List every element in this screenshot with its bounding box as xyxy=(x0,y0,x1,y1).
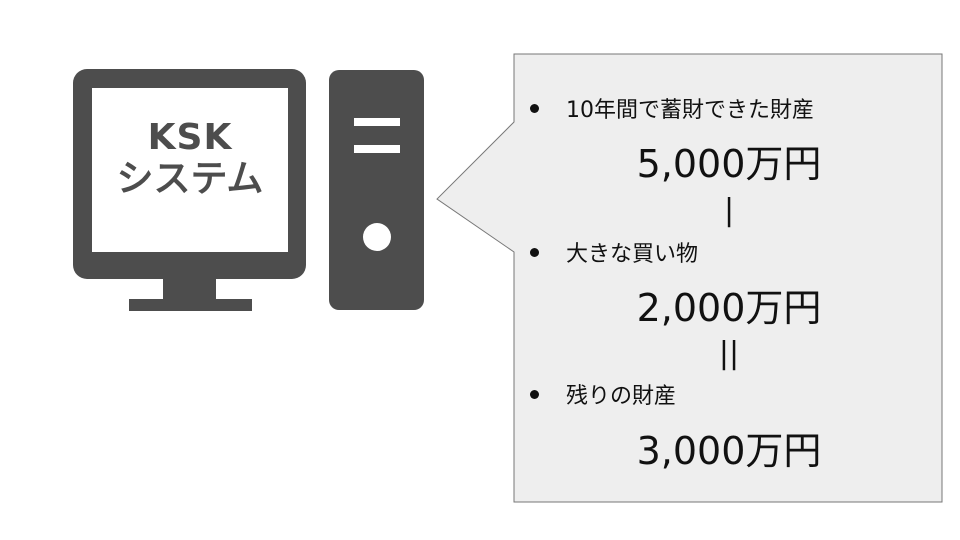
monitor-neck xyxy=(163,279,216,299)
list-item-big-purchase: 大きな買い物 xyxy=(530,236,698,268)
monitor-screen xyxy=(92,88,288,252)
remaining-label: 残りの財産 xyxy=(566,384,677,409)
bullet-dot xyxy=(530,103,539,113)
minus-operator: | xyxy=(723,193,735,228)
savings-label: 10年間で蓄財できた財産 xyxy=(566,98,814,123)
speech-bubble-shape xyxy=(436,53,943,503)
monitor-base xyxy=(129,299,252,311)
savings-amount: 5,000万円 xyxy=(636,142,822,186)
equals-operator: || xyxy=(718,336,740,371)
big-purchase-label: 大きな買い物 xyxy=(566,242,699,267)
remaining-amount: 3,000万円 xyxy=(636,429,822,473)
bullet-dot xyxy=(530,247,539,257)
drive-slot-2 xyxy=(354,145,400,153)
screen-label-line1: KSK xyxy=(147,117,233,158)
list-item-remaining: 残りの財産 xyxy=(530,378,676,410)
big-purchase-amount: 2,000万円 xyxy=(636,286,822,330)
drive-slot-1 xyxy=(354,118,400,126)
list-item-savings: 10年間で蓄財できた財産 xyxy=(530,92,814,124)
computer-screen-label: KSK システム xyxy=(92,117,288,201)
screen-label-line2: システム xyxy=(116,157,264,201)
bullet-dot xyxy=(530,389,539,399)
computer-tower xyxy=(329,70,424,310)
power-button xyxy=(363,223,391,251)
